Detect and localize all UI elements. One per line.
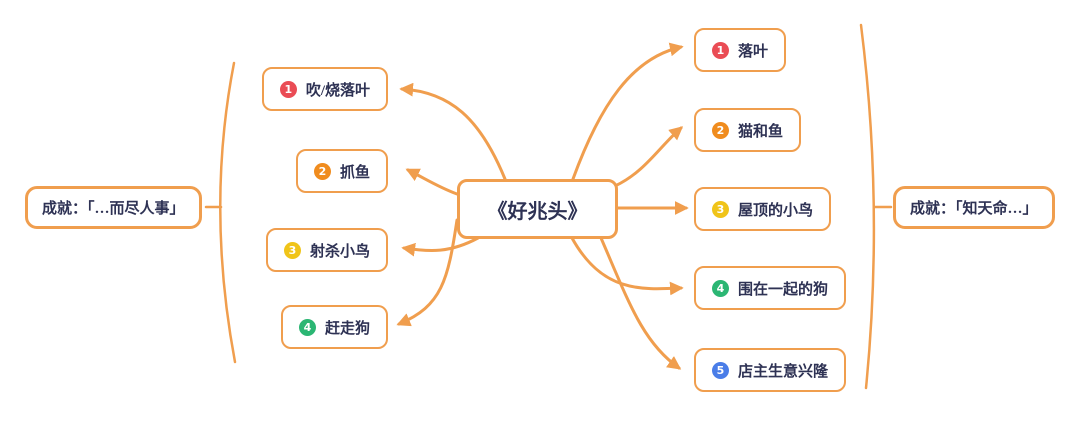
left-node-2[interactable]: 2 抓鱼 — [295, 149, 388, 193]
arrow-right-2 — [613, 126, 684, 188]
right-node-1[interactable]: 1 落叶 — [694, 28, 787, 72]
center-topic-label: 《好兆头》 — [487, 200, 588, 223]
arrow-right-5 — [599, 236, 682, 370]
center-topic-node[interactable]: 《好兆头》 — [457, 179, 618, 239]
badge-1-icon: 1 — [712, 41, 729, 59]
badge-4-icon: 4 — [712, 279, 729, 297]
badge-5-icon: 5 — [712, 361, 729, 379]
right-brace — [859, 23, 876, 390]
right-node-4-label: 围在一起的狗 — [738, 281, 829, 298]
achievement-right-node[interactable]: 成就：「知天命…」 — [893, 186, 1055, 229]
right-node-2-label: 猫和鱼 — [738, 123, 784, 140]
badge-2-icon: 2 — [712, 121, 729, 139]
achievement-left-node[interactable]: 成就：「…而尽人事」 — [25, 186, 202, 229]
left-node-4-label: 赶走狗 — [324, 320, 370, 337]
left-node-2-label: 抓鱼 — [339, 164, 370, 181]
arrow-left-2 — [405, 168, 459, 196]
badge-2-icon: 2 — [313, 162, 331, 180]
left-node-4[interactable]: 4 赶走狗 — [280, 305, 388, 349]
left-node-3-label: 射杀小鸟 — [309, 243, 370, 260]
arrow-right-4 — [570, 236, 684, 296]
left-brace — [219, 61, 237, 364]
left-node-1-label: 吹/烧落叶 — [305, 82, 370, 99]
badge-3-icon: 3 — [283, 241, 301, 259]
arrow-left-4 — [396, 218, 459, 327]
badge-4-icon: 4 — [298, 318, 316, 336]
badge-1-icon: 1 — [279, 80, 297, 98]
right-node-1-label: 落叶 — [738, 43, 769, 60]
right-node-4[interactable]: 4 围在一起的狗 — [694, 266, 847, 310]
left-node-3[interactable]: 3 射杀小鸟 — [265, 228, 388, 272]
right-node-5-label: 店主生意兴隆 — [738, 363, 829, 380]
left-node-1[interactable]: 1 吹/烧落叶 — [261, 67, 388, 111]
arrow-left-1 — [399, 82, 507, 181]
arrow-right-1 — [571, 42, 684, 181]
badge-3-icon: 3 — [712, 200, 729, 218]
right-node-5[interactable]: 5 店主生意兴隆 — [694, 348, 847, 392]
achievement-right-label: 成就：「知天命…」 — [910, 201, 1038, 217]
right-node-2[interactable]: 2 猫和鱼 — [694, 108, 802, 152]
achievement-left-label: 成就：「…而尽人事」 — [42, 201, 185, 217]
arrow-left-3 — [401, 236, 480, 257]
right-node-3-label: 屋顶的小鸟 — [738, 202, 814, 219]
right-node-3[interactable]: 3 屋顶的小鸟 — [694, 187, 832, 231]
